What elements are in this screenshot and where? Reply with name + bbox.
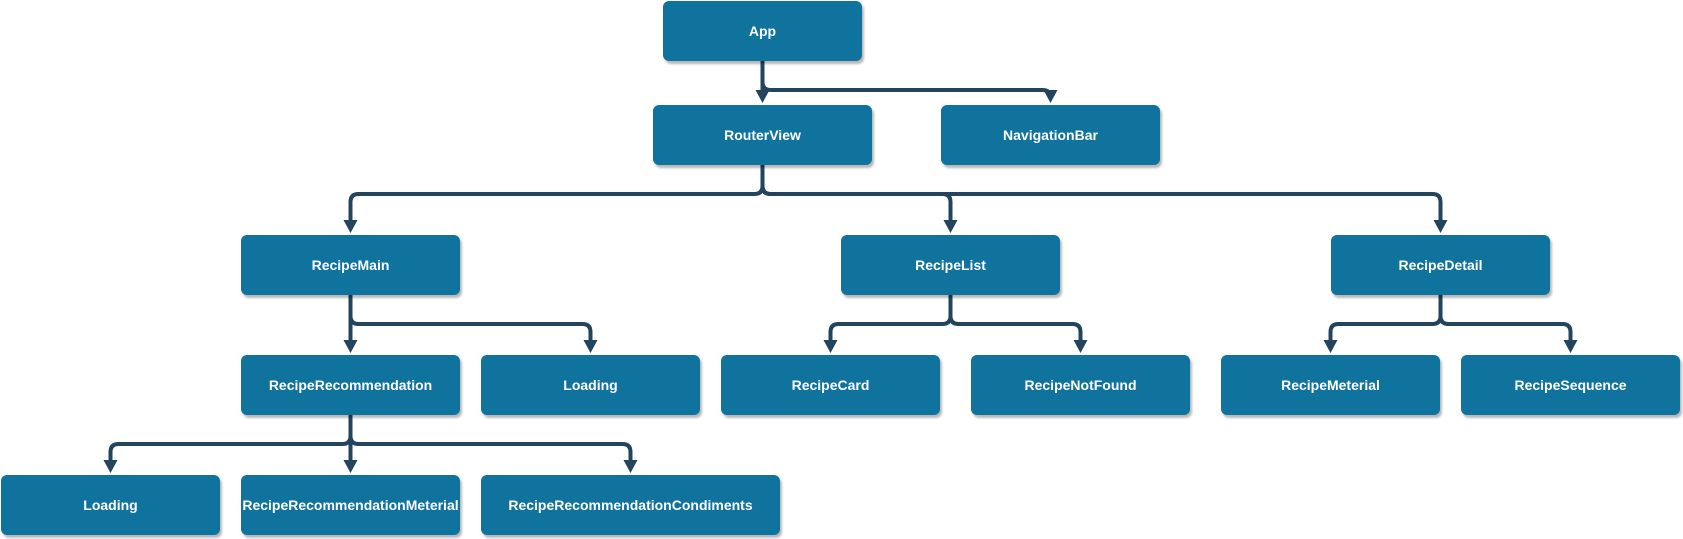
connector-recipe_recommendation-to-recipe_recommendation_condiments: [348, 415, 633, 460]
connector-recipe_list-to-recipe_not_found: [948, 295, 1083, 340]
arrowhead-recipe_list: [943, 220, 958, 233]
connector-router_view-to-recipe_main: [348, 165, 765, 220]
connector-recipe_detail-to-recipe_sequence: [1438, 295, 1573, 340]
arrowhead-recipe_recommendation_meterial: [343, 460, 358, 473]
node-loading-main[interactable]: Loading: [481, 355, 700, 415]
connector-app-to-navigation_bar: [760, 61, 1053, 100]
connector-recipe_detail-to-recipe_meterial: [1328, 295, 1443, 340]
connector-recipe_list-to-recipe_card: [828, 295, 953, 340]
arrowhead-router_view: [755, 90, 770, 103]
arrowhead-recipe_sequence: [1563, 340, 1578, 353]
arrowhead-recipe_recommendation_condiments: [623, 460, 638, 473]
node-recipe-recommendation-condiments[interactable]: RecipeRecommendationCondiments: [481, 475, 780, 535]
node-label: RecipeCard: [791, 377, 870, 393]
node-label: RecipeList: [915, 257, 986, 273]
arrowhead-recipe_card: [823, 340, 838, 353]
node-label: RecipeRecommendation: [268, 377, 433, 393]
node-recipe-list[interactable]: RecipeList: [841, 235, 1060, 295]
connector-router_view-to-recipe_detail: [760, 165, 1443, 220]
node-loading-recommendation[interactable]: Loading: [1, 475, 220, 535]
node-recipe-card[interactable]: RecipeCard: [721, 355, 940, 415]
arrowhead-loading_main: [583, 340, 598, 353]
node-label: App: [748, 23, 777, 39]
node-navigation-bar[interactable]: NavigationBar: [941, 105, 1160, 165]
arrowhead-recipe_not_found: [1073, 340, 1088, 353]
node-label: NavigationBar: [1003, 127, 1098, 143]
node-recipe-recommendation-meterial[interactable]: RecipeRecommendationMeterial: [241, 475, 460, 535]
arrowhead-recipe_detail: [1433, 220, 1448, 233]
node-recipe-recommendation[interactable]: RecipeRecommendation: [241, 355, 460, 415]
connector-recipe_recommendation-to-loading_recommendation: [108, 415, 353, 460]
node-recipe-detail[interactable]: RecipeDetail: [1331, 235, 1550, 295]
node-label: RecipeMeterial: [1281, 377, 1380, 393]
node-recipe-meterial[interactable]: RecipeMeterial: [1221, 355, 1440, 415]
arrowhead-navigation_bar: [1043, 90, 1058, 103]
arrowhead-loading_recommendation: [103, 460, 118, 473]
node-recipe-not-found[interactable]: RecipeNotFound: [971, 355, 1190, 415]
node-recipe-sequence[interactable]: RecipeSequence: [1461, 355, 1680, 415]
node-label: RecipeDetail: [1398, 257, 1483, 273]
arrowhead-recipe_recommendation: [343, 340, 358, 353]
node-label: RecipeMain: [311, 257, 390, 273]
node-app[interactable]: App: [663, 1, 862, 61]
node-label: RecipeSequence: [1514, 377, 1627, 393]
node-label: RecipeRecommendationMeterial: [242, 497, 459, 513]
node-recipe-main[interactable]: RecipeMain: [241, 235, 460, 295]
arrowhead-recipe_meterial: [1323, 340, 1338, 353]
node-label: RecipeNotFound: [1024, 377, 1137, 393]
node-router-view[interactable]: RouterView: [653, 105, 872, 165]
connector-recipe_main-to-loading_main: [348, 295, 593, 340]
node-label: RecipeRecommendationCondiments: [508, 497, 753, 513]
node-label: Loading: [83, 497, 138, 513]
node-label: RouterView: [724, 127, 801, 143]
arrowhead-recipe_main: [343, 220, 358, 233]
node-label: Loading: [563, 377, 618, 393]
